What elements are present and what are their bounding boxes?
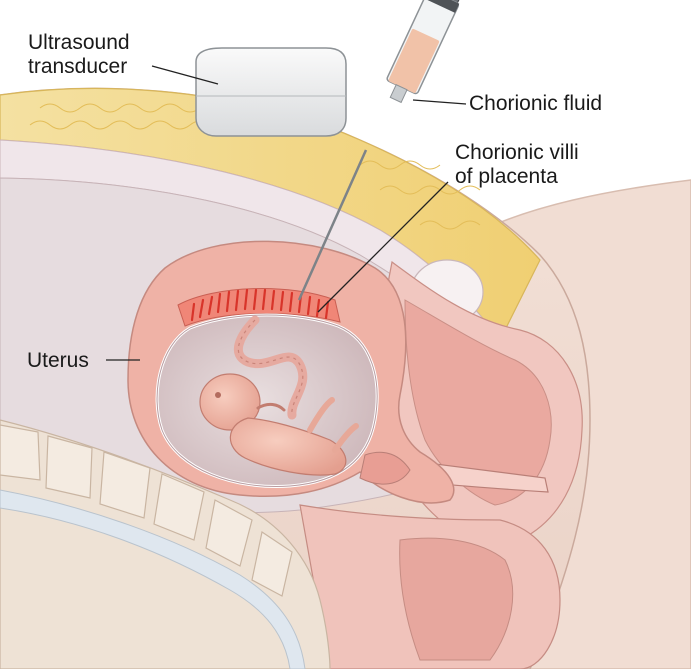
fetus [199,373,359,476]
leader-line-villi [317,181,449,313]
rectum-inner [399,537,514,661]
chorionic-villi [190,288,330,322]
leader-lines [106,65,467,361]
needle [297,149,368,301]
label-ultrasound-transducer-line2: transducer [28,55,128,78]
label-ultrasound-transducer: Ultrasound transducer [28,31,130,79]
label-ultrasound-transducer-line1: Ultrasound [28,31,130,54]
syringe [386,0,465,104]
label-chorionic-villi: Chorionic villi of placenta [455,141,579,189]
ultrasound-transducer [195,47,347,137]
cervix [359,451,411,485]
vertebrae [0,424,293,597]
leader-line-transducer [151,65,219,85]
label-chorionic-fluid: Chorionic fluid [469,92,603,115]
label-chorionic-villi-line2: of placenta [455,165,558,188]
label-uterus: Uterus [27,349,89,372]
spinal-canal [0,489,306,669]
leader-line-fluid [412,99,467,105]
label-chorionic-villi-line1: Chorionic villi [455,141,579,164]
fat-texture [29,103,481,230]
